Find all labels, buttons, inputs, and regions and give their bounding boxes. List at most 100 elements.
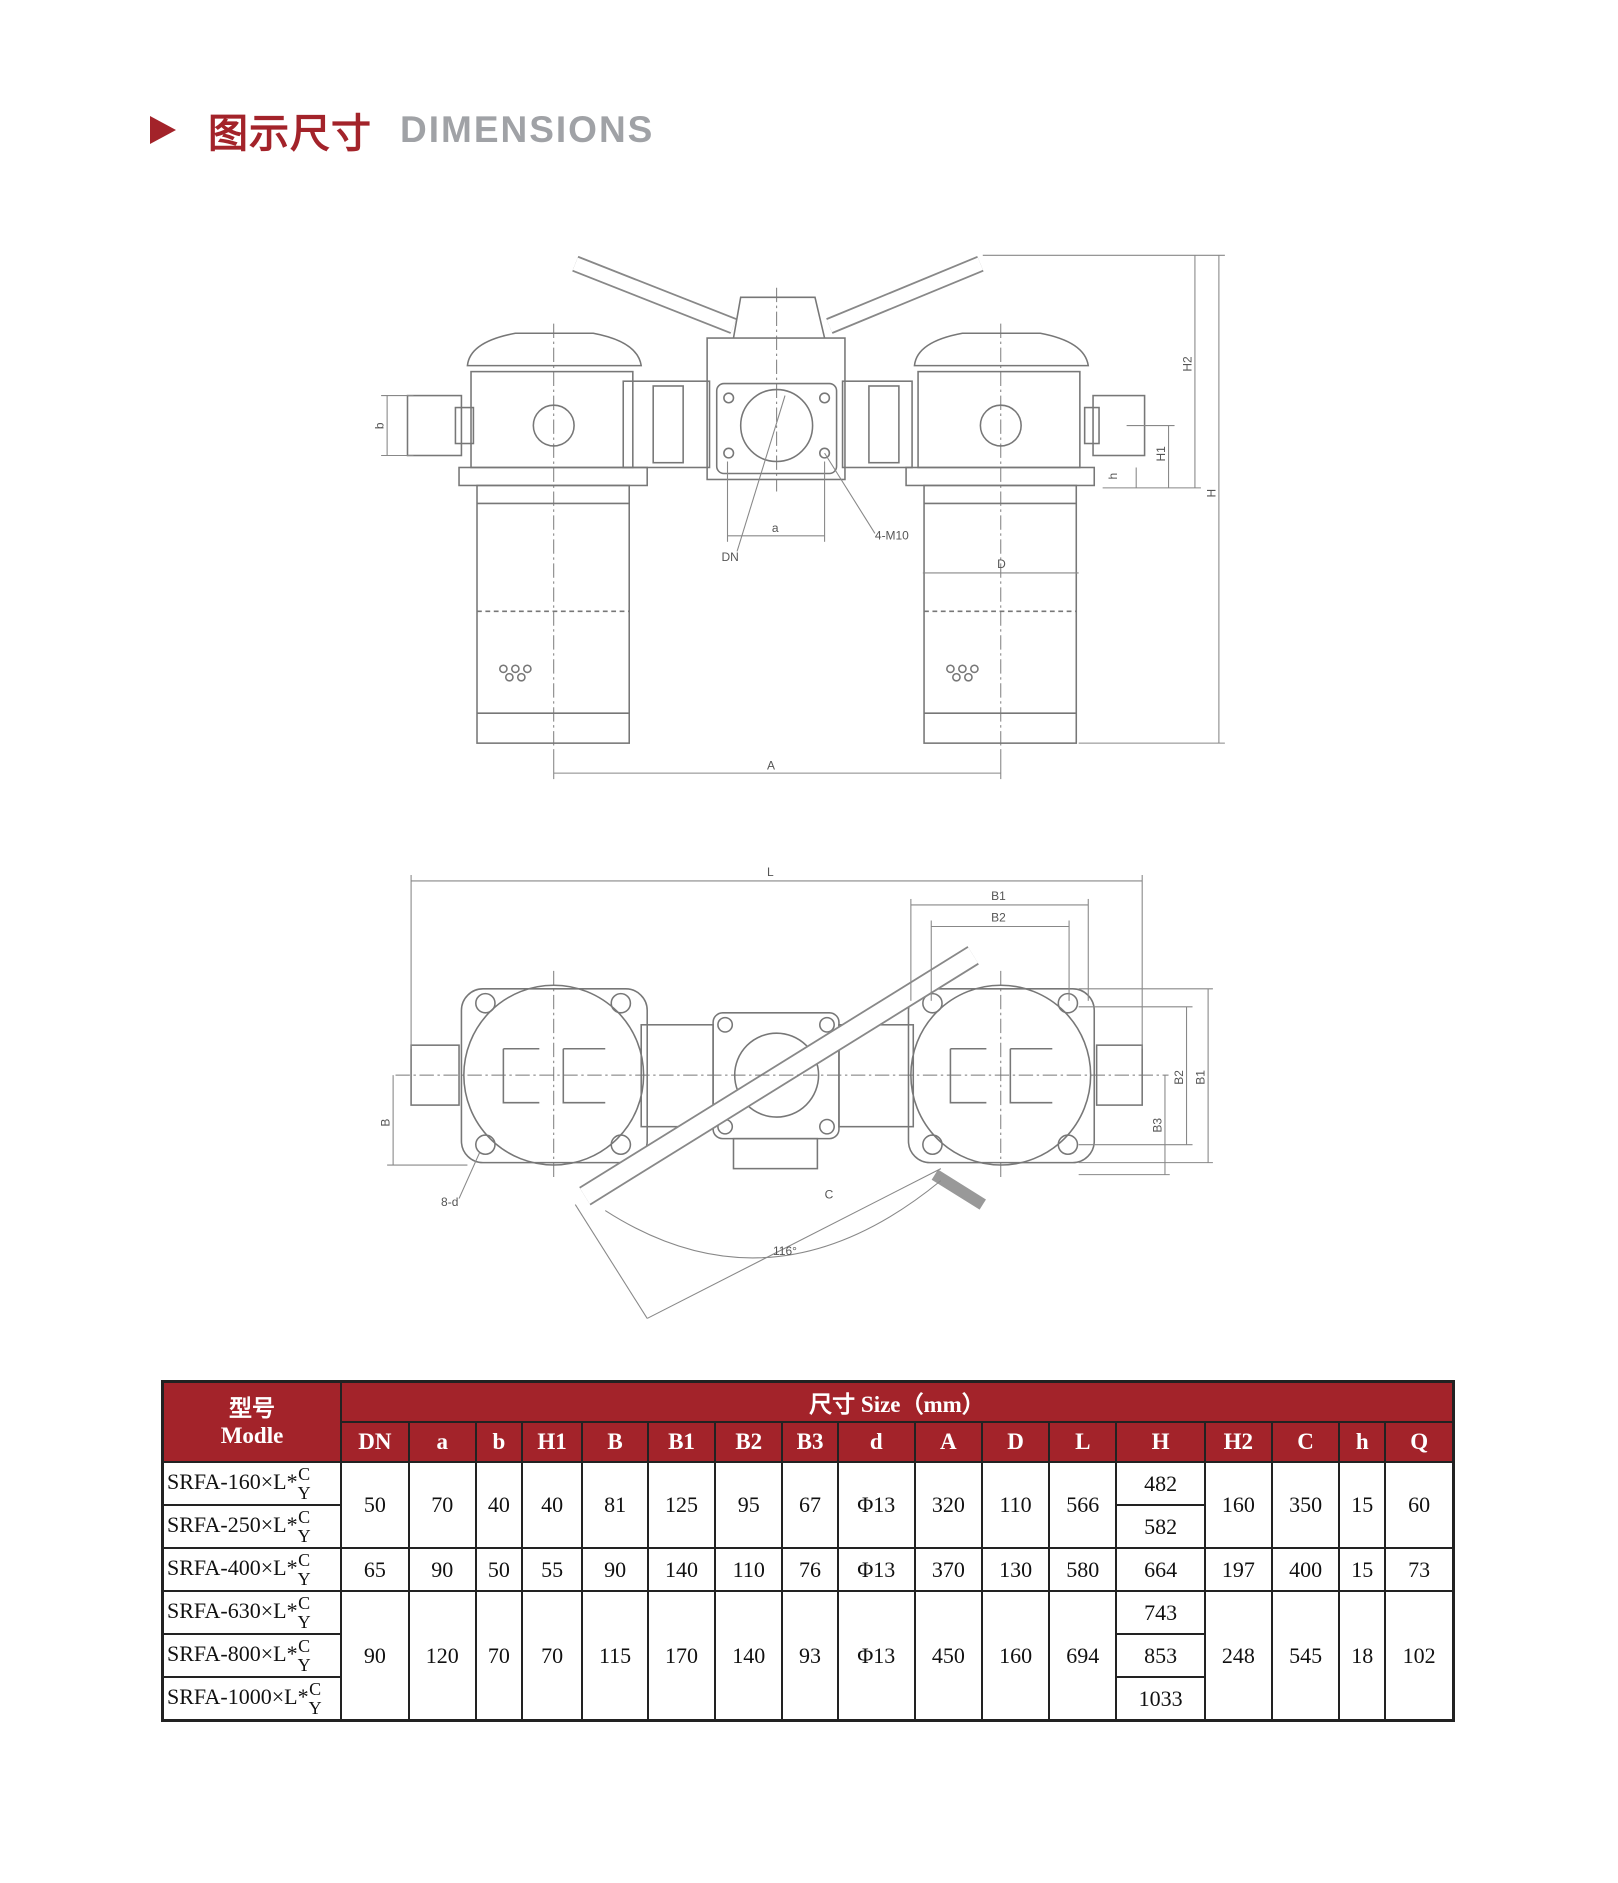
cell-a: 120 <box>407 1590 477 1722</box>
model-header-cn: 型号 <box>229 1396 275 1421</box>
size-header: 尺寸 Size（mm） <box>340 1380 1455 1423</box>
suffix-c: C <box>298 1506 311 1527</box>
cell-B1: 125 <box>646 1461 717 1549</box>
cell-L: 566 <box>1048 1461 1118 1549</box>
dim-label-B1-side: B1 <box>1194 1070 1208 1085</box>
dim-label-B2-side: B2 <box>1172 1070 1186 1085</box>
cell-B1: 170 <box>646 1590 717 1722</box>
dim-label-DN: DN <box>722 550 739 564</box>
model-name: SRFA-400×L* <box>167 1554 298 1580</box>
suffix-c: C <box>309 1678 322 1699</box>
cell-B: 81 <box>581 1461 649 1549</box>
dim-label-a: a <box>772 521 779 535</box>
suffix-y: Y <box>297 1525 311 1546</box>
cell-Q: 60 <box>1384 1461 1455 1549</box>
cell-DN: 65 <box>340 1547 410 1592</box>
section-title-en: DIMENSIONS <box>400 109 655 150</box>
suffix-y: Y <box>297 1482 311 1503</box>
cell-D: 160 <box>980 1590 1051 1722</box>
column-header-H2: H2 <box>1203 1421 1273 1463</box>
cell-A: 370 <box>913 1547 983 1592</box>
column-header-B2: B2 <box>714 1421 784 1463</box>
cell-H: 664 <box>1115 1547 1206 1592</box>
cell-h: 15 <box>1338 1461 1387 1549</box>
model-name: SRFA-250×L* <box>167 1511 298 1537</box>
cell-DN: 50 <box>340 1461 410 1549</box>
cell-h: 15 <box>1338 1547 1387 1592</box>
dim-label-b: b <box>373 422 387 429</box>
column-header-B: B <box>581 1421 649 1463</box>
column-header-C: C <box>1270 1421 1341 1463</box>
cell-D: 130 <box>980 1547 1051 1592</box>
dim-label-B1: B1 <box>991 889 1006 903</box>
column-header-H1: H1 <box>520 1421 584 1463</box>
cell-b: 70 <box>474 1590 523 1722</box>
cell-H1: 70 <box>520 1590 584 1722</box>
model-name: SRFA-160×L* <box>167 1468 298 1494</box>
dim-label-B3: B3 <box>1150 1118 1164 1133</box>
dim-label-8-d: 8-d <box>441 1195 458 1209</box>
cell-H2: 160 <box>1203 1461 1273 1549</box>
suffix-c: C <box>298 1463 311 1484</box>
column-header-d: d <box>836 1421 916 1463</box>
cell-B3: 67 <box>781 1461 839 1549</box>
cell-B3: 93 <box>781 1590 839 1722</box>
column-header-A: A <box>913 1421 983 1463</box>
cell-b: 50 <box>474 1547 523 1592</box>
dim-label-C: C <box>825 1188 834 1202</box>
column-header-b: b <box>474 1421 523 1463</box>
cell-H: 853 <box>1115 1633 1206 1678</box>
model-name: SRFA-630×L* <box>167 1597 298 1623</box>
cell-B3: 76 <box>781 1547 839 1592</box>
cell-B2: 95 <box>714 1461 784 1549</box>
dim-label-h: h <box>1106 473 1120 480</box>
section-header: 图示尺寸 DIMENSIONS <box>150 100 654 160</box>
suffix-y: Y <box>297 1654 311 1675</box>
suffix-c: C <box>298 1549 311 1570</box>
model-name: SRFA-800×L* <box>167 1640 298 1666</box>
column-header-H: H <box>1115 1421 1206 1463</box>
cell-H: 743 <box>1115 1590 1206 1635</box>
cell-a: 70 <box>407 1461 477 1549</box>
cell-b: 40 <box>474 1461 523 1549</box>
cell-B1: 140 <box>646 1547 717 1592</box>
cell-h: 18 <box>1338 1590 1387 1722</box>
suffix-c: C <box>298 1592 311 1613</box>
cell-H2: 197 <box>1203 1547 1273 1592</box>
cell-B2: 110 <box>714 1547 784 1592</box>
cell-d: Φ13 <box>836 1590 916 1722</box>
section-title-cn: 图示尺寸 <box>208 111 372 157</box>
cell-H1: 55 <box>520 1547 584 1592</box>
model-header: 型号 Modle <box>161 1380 342 1463</box>
cell-C: 350 <box>1270 1461 1341 1549</box>
model-name: SRFA-1000×L* <box>167 1683 309 1709</box>
dim-label-H2: H2 <box>1180 356 1194 372</box>
dim-label-A: A <box>767 759 775 773</box>
column-header-Q: Q <box>1384 1421 1455 1463</box>
cell-B: 90 <box>581 1547 649 1592</box>
dim-label-H: H <box>1204 489 1218 498</box>
suffix-y: Y <box>297 1568 311 1589</box>
cell-H1: 40 <box>520 1461 584 1549</box>
dim-label-L: L <box>767 865 774 879</box>
cell-H: 482 <box>1115 1461 1206 1506</box>
column-header-a: a <box>407 1421 477 1463</box>
cell-A: 450 <box>913 1590 983 1722</box>
model-header-en: Modle <box>220 1423 284 1448</box>
cell-C: 545 <box>1270 1590 1341 1722</box>
dim-label-B: B <box>379 1119 393 1127</box>
